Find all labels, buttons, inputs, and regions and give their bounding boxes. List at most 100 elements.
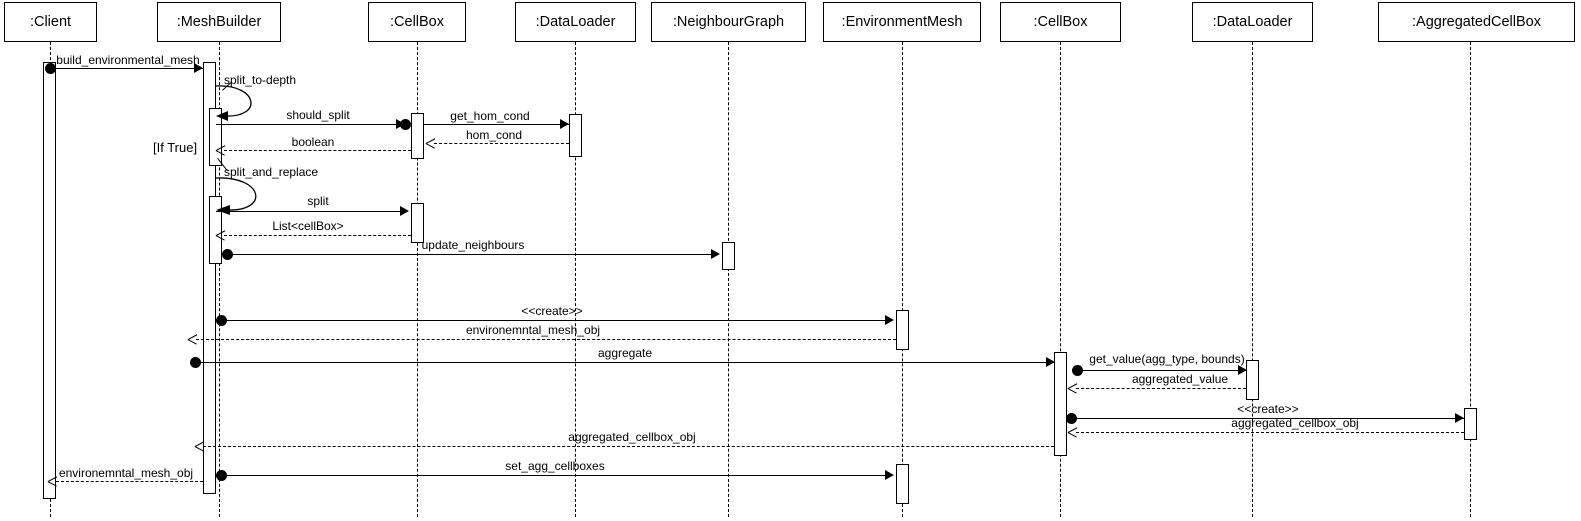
message-label-split-to-depth: split_to-depth xyxy=(224,73,297,87)
lifeline-label: :Client xyxy=(29,14,72,30)
arrowhead-update-neighbours xyxy=(711,249,720,259)
self-message-split-and-replace[interactable] xyxy=(215,174,296,216)
message-line-create-aggregatedcellbox[interactable] xyxy=(1072,418,1464,419)
arrowhead-aggregated-cellbox-obj-to-mesh xyxy=(195,441,204,451)
arrowhead-create-environmentmesh xyxy=(885,315,894,325)
activation-dataloader1 xyxy=(569,114,582,157)
message-label-environmental-mesh-obj-to-mesh: environemntal_mesh_obj xyxy=(465,323,601,337)
activation-dataloader2 xyxy=(1246,360,1259,400)
arrowhead-environmental-mesh-obj-to-mesh xyxy=(188,334,197,344)
message-line-aggregated-cellbox-obj-to-cellbox2[interactable] xyxy=(1076,432,1464,433)
lifeline-head-client[interactable]: :Client xyxy=(4,2,97,42)
message-line-set-agg-cellboxes[interactable] xyxy=(221,475,892,476)
message-label-should-split: should_split xyxy=(286,108,350,122)
lifeline-label: :NeighbourGraph xyxy=(672,14,785,30)
arrowhead-aggregated-cellbox-obj-to-cellbox2 xyxy=(1068,427,1077,437)
arrowhead-boolean xyxy=(216,145,225,155)
lifeline-head-aggregatedcellbox[interactable]: :AggregatedCellBox xyxy=(1378,2,1575,42)
lifeline-head-cellbox-1[interactable]: :CellBox xyxy=(368,2,466,42)
arrowhead-set-agg-cellboxes xyxy=(885,470,894,480)
message-label-update-neighbours: update_neighbours xyxy=(421,238,525,252)
message-line-list-cellbox[interactable] xyxy=(224,235,411,236)
message-label-get-hom-cond: get_hom_cond xyxy=(450,109,530,123)
activation-cellbox1-should-split xyxy=(411,113,424,159)
arrowhead-create-aggregatedcellbox xyxy=(1455,413,1464,423)
activation-environmentmesh-set-agg xyxy=(896,464,909,504)
lifeline-stem-meshbuilder xyxy=(219,42,220,517)
message-line-hom-cond[interactable] xyxy=(434,143,569,144)
message-line-aggregate[interactable] xyxy=(196,362,1054,363)
message-label-get-value: get_value(agg_type, bounds) xyxy=(1089,352,1245,366)
message-origin-dot-set-agg-cellboxes xyxy=(216,470,227,481)
lifeline-head-cellbox-2[interactable]: :CellBox xyxy=(1000,2,1121,42)
arrowhead-split xyxy=(400,206,409,216)
lifeline-stem-dataloader-1 xyxy=(575,42,576,517)
message-origin-dot-aggregate xyxy=(190,357,201,368)
message-label-create-aggregatedcellbox: <<create>> xyxy=(1237,402,1299,416)
arrowhead-environmental-mesh-obj-to-client xyxy=(48,476,57,486)
message-line-boolean[interactable] xyxy=(224,150,411,151)
message-line-get-hom-cond[interactable] xyxy=(424,124,569,125)
message-origin-dot-update-neighbours xyxy=(222,249,233,260)
lifeline-head-dataloader-2[interactable]: :DataLoader xyxy=(1192,2,1313,42)
message-label-split: split xyxy=(307,194,329,208)
message-label-aggregated-cellbox-obj-to-cellbox2: aggregated_cellbox_obj xyxy=(1231,416,1359,430)
arrowhead-list-cellbox xyxy=(216,230,225,240)
message-line-environmental-mesh-obj-to-mesh[interactable] xyxy=(196,339,896,340)
self-message-split-to-depth[interactable] xyxy=(215,82,286,122)
message-line-aggregated-cellbox-obj-to-mesh[interactable] xyxy=(203,446,1054,447)
arrowhead-get-value xyxy=(1238,365,1247,375)
lifeline-label: :DataLoader xyxy=(535,14,616,30)
arrowhead-aggregate xyxy=(1046,357,1055,367)
message-label-split-and-replace: split_and_replace xyxy=(224,165,319,179)
lifeline-label: :AggregatedCellBox xyxy=(1412,14,1541,30)
activation-neighbourgraph xyxy=(722,242,735,270)
message-label-build-environmental-mesh: build_environmental_mesh xyxy=(56,53,200,67)
message-origin-dot-create-aggregatedcellbox xyxy=(1066,413,1077,424)
message-label-hom-cond: hom_cond xyxy=(465,128,523,142)
lifeline-head-dataloader-1[interactable]: :DataLoader xyxy=(515,2,636,42)
lifeline-stem-dataloader-2 xyxy=(1252,42,1253,517)
lifeline-stem-cellbox-1 xyxy=(417,42,418,517)
lifeline-stem-neighbourgraph xyxy=(728,42,729,517)
message-line-environmental-mesh-obj-to-client[interactable] xyxy=(56,481,203,482)
message-line-get-value[interactable] xyxy=(1078,370,1246,371)
lifeline-stem-cellbox-2 xyxy=(1060,42,1061,517)
activation-environmentmesh-create xyxy=(896,310,909,350)
activation-cellbox1-split xyxy=(411,203,424,243)
message-label-list-cellbox: List<cellBox> xyxy=(272,219,344,233)
activation-aggregatedcellbox xyxy=(1464,408,1477,440)
lifeline-head-environmentmesh[interactable]: :EnvironmentMesh xyxy=(823,2,981,42)
arrowhead-aggregated-value xyxy=(1068,383,1077,393)
activation-meshbuilder-main xyxy=(203,62,216,494)
lifeline-label: :CellBox xyxy=(1033,14,1088,30)
message-label-boolean: boolean xyxy=(291,135,335,149)
arrowhead-build-environmental-mesh xyxy=(194,63,203,73)
message-label-create-environmentmesh: <<create>> xyxy=(521,304,583,318)
lifeline-label: :MeshBuilder xyxy=(176,14,262,30)
message-origin-dot-build-environmental-mesh xyxy=(45,63,56,74)
lifeline-label: :EnvironmentMesh xyxy=(841,14,963,30)
message-line-create-environmentmesh[interactable] xyxy=(221,320,892,321)
message-target-dot-should-split xyxy=(400,119,411,130)
message-line-split[interactable] xyxy=(216,211,407,212)
lifeline-stem-aggregatedcellbox xyxy=(1470,42,1471,517)
message-origin-dot-get-value xyxy=(1072,365,1083,376)
lifeline-head-neighbourgraph[interactable]: :NeighbourGraph xyxy=(651,2,806,42)
lifeline-label: :CellBox xyxy=(390,14,444,30)
message-origin-dot-create-environmentmesh xyxy=(216,315,227,326)
message-label-aggregate: aggregate xyxy=(597,346,653,360)
message-label-aggregated-cellbox-obj-to-mesh: aggregated_cellbox_obj xyxy=(568,430,696,444)
message-line-build-environmental-mesh[interactable] xyxy=(50,68,203,69)
message-label-set-agg-cellboxes: set_agg_cellboxes xyxy=(505,459,605,473)
activation-client xyxy=(43,62,56,499)
message-line-update-neighbours[interactable] xyxy=(227,254,718,255)
message-label-aggregated-value: aggregated_value xyxy=(1131,372,1229,386)
message-label-environmental-mesh-obj-to-client: environemntal_mesh_obj xyxy=(58,466,194,480)
guard-label-if-true: [If True] xyxy=(153,140,198,155)
lifeline-head-meshbuilder[interactable]: :MeshBuilder xyxy=(157,2,281,42)
lifeline-stem-environmentmesh xyxy=(902,42,903,517)
arrowhead-get-hom-cond xyxy=(560,119,569,129)
message-line-aggregated-value[interactable] xyxy=(1076,388,1246,389)
message-line-should-split[interactable] xyxy=(216,124,407,125)
